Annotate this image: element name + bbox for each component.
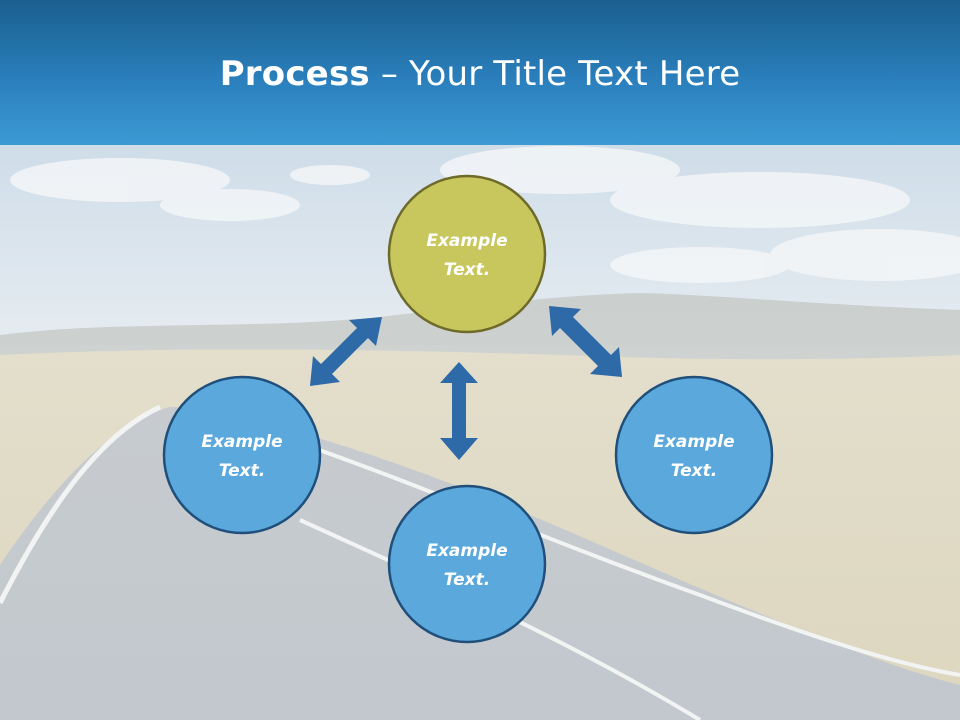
node-left-label-line1: Example (201, 432, 282, 452)
node-top: Example Text. (387, 174, 547, 334)
arrow-top-bottom (440, 362, 478, 460)
title-bar (0, 0, 960, 145)
slide-title: Process – Your Title Text Here (0, 52, 960, 96)
node-top-label-line1: Example (426, 231, 507, 251)
node-left-circle (162, 375, 322, 535)
node-right: Example Text. (614, 375, 774, 535)
node-right-label-line2: Text. (671, 461, 717, 481)
node-left: Example Text. (162, 375, 322, 535)
node-top-label-line2: Text. (444, 260, 490, 280)
node-top-circle (387, 174, 547, 334)
node-bottom-label-line2: Text. (444, 570, 490, 590)
node-right-circle (614, 375, 774, 535)
node-right-label-line1: Example (653, 432, 734, 452)
node-bottom-label-line1: Example (426, 541, 507, 561)
title-bold-part: Process (219, 54, 370, 94)
arrow-top-left (310, 317, 382, 386)
node-bottom-circle (387, 484, 547, 644)
title-regular-part: – Your Title Text Here (369, 54, 741, 94)
node-bottom: Example Text. (387, 484, 547, 644)
arrow-top-right (549, 306, 622, 377)
node-left-label-line2: Text. (219, 461, 265, 481)
